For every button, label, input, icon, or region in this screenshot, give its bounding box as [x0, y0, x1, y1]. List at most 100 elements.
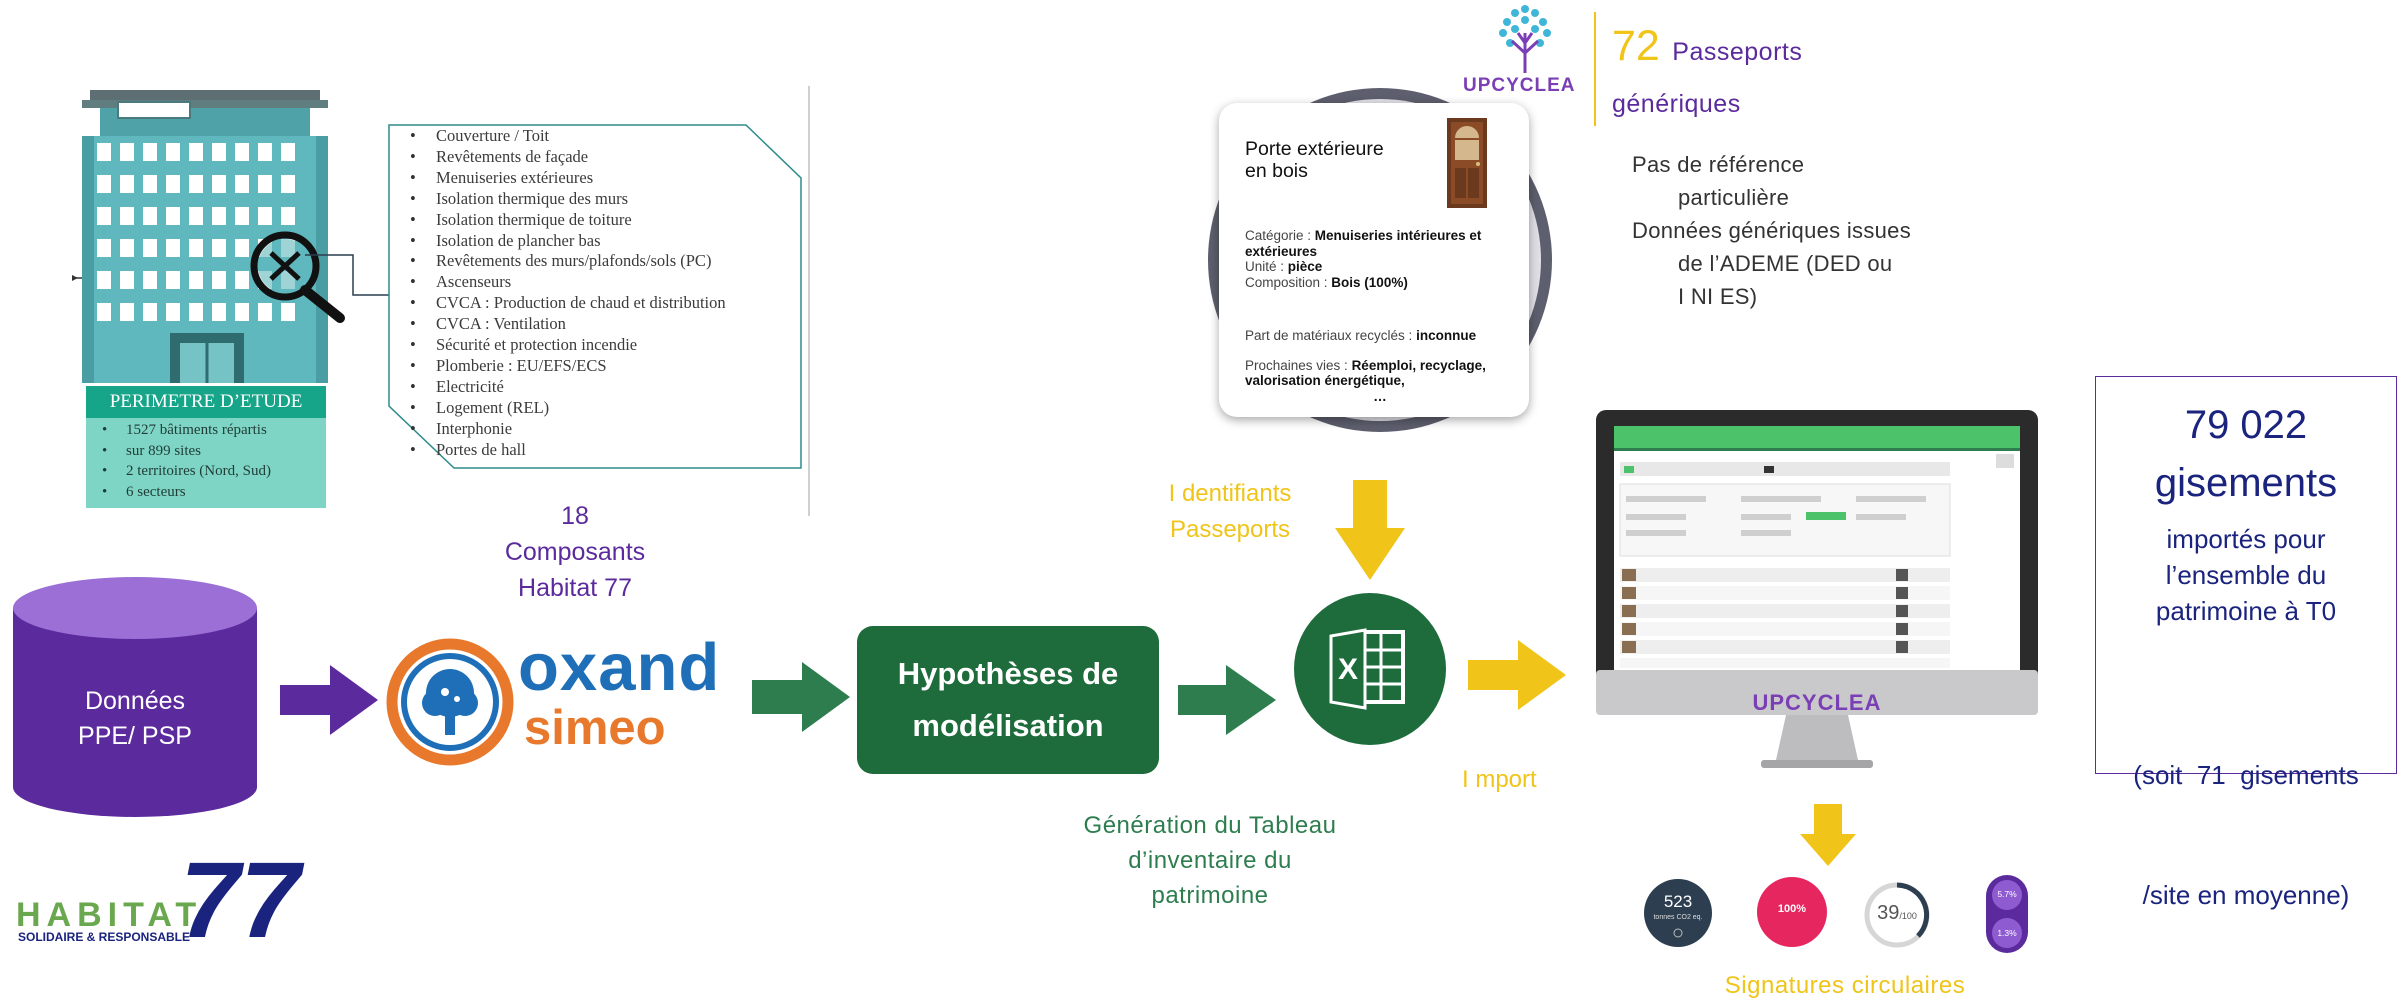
component-item: Isolation de plancher bas [410, 231, 726, 252]
identifiants-line2: Passeports [1169, 516, 1291, 543]
note-line: Pas de référence [1632, 152, 1805, 177]
monitor-brand: UPCYCLEA [1752, 690, 1882, 715]
arrow-oxand-to-hypotheses [752, 662, 850, 732]
component-item: Couverture / Toit [410, 126, 726, 147]
note-line: I NI ES) [1678, 284, 1758, 309]
perimetre-item: 1527 bâtiments répartis [102, 420, 326, 441]
component-item: Menuiseries extérieures [410, 168, 726, 189]
platform-monitor [1596, 410, 2038, 768]
component-item: Logement (REL) [410, 398, 726, 419]
gisements-line: importés pour [2166, 524, 2326, 554]
passeports-count-line: 72 Passeports [1612, 25, 1803, 76]
generation-caption-line2: d’inventaire du [1128, 847, 1292, 874]
co2-metric-circle [1644, 879, 1712, 947]
gisements-description: importés pour l’ensemble du patrimoine à… [2096, 521, 2396, 629]
habitat77-tagline: SOLIDAIRE & RESPONSABLE [18, 930, 191, 944]
excel-icon: X [1294, 593, 1446, 745]
passport-unite: Unité : pièce [1245, 259, 1515, 275]
passport-ellipsis: … [1373, 388, 1387, 404]
identifiants-caption: I dentifiants Passeports [1130, 476, 1330, 548]
components-list-panel: Couverture / Toit Revêtements de façade … [386, 122, 806, 470]
perimetre-item: 6 secteurs [102, 482, 326, 503]
categorie-value: Menuiseries intérieures et extérieures [1245, 228, 1482, 259]
perimetre-title: PERIMETRE D’ETUDE [86, 386, 326, 418]
component-item: Isolation thermique de toiture [410, 210, 726, 231]
arrow-passport-to-excel [1335, 480, 1405, 580]
unite-label: Unité : [1245, 259, 1288, 274]
arrow-excel-to-platform [1468, 640, 1566, 710]
door-image [1447, 118, 1487, 208]
database-label-line1: Données [84, 687, 186, 715]
hypotheses-line2: modélisation [912, 708, 1104, 743]
component-item: Ascenseurs [410, 272, 726, 293]
svg-text:X: X [1338, 653, 1358, 686]
passport-categorie: Catégorie : Menuiseries intérieures et e… [1245, 228, 1515, 259]
percent-value: 100% [1777, 903, 1807, 915]
upcyclea-logo-text: UPCYCLEA [1463, 75, 1576, 96]
pill-top-value: 5.7% [1997, 889, 2017, 899]
simeo-wordmark: simeo [524, 701, 666, 755]
component-item: Interphonie [410, 419, 726, 440]
score-max: /100 [1899, 911, 1917, 921]
percent-metric-circle [1757, 877, 1827, 947]
passeports-count: 72 [1612, 22, 1660, 70]
gisements-avg-line1: (soit 71 gisements [2133, 760, 2359, 790]
passeports-word: Passeports [1672, 38, 1803, 66]
generiques-word: génériques [1612, 90, 1741, 118]
oxand-wordmark: oxand [518, 630, 721, 705]
perimetre-details: 1527 bâtiments répartis sur 899 sites 2 … [86, 418, 326, 508]
component-item: Revêtements des murs/plafonds/sols (PC) [410, 251, 726, 272]
oxand-logo-icon [386, 638, 514, 766]
database-cylinder [13, 577, 257, 817]
component-item: Sécurité et protection incendie [410, 335, 726, 356]
component-item: Revêtements de façade [410, 147, 726, 168]
co2-unit: tonnes CO2 eq. [1653, 914, 1703, 921]
categorie-label: Catégorie : [1245, 228, 1315, 243]
components-owner: Habitat 77 [518, 574, 632, 602]
recycles-value: inconnue [1416, 328, 1477, 343]
arrow-database-to-oxand [280, 665, 378, 735]
passport-recycles: Part de matériaux recyclés : inconnue [1245, 328, 1515, 344]
composition-value: Bois (100%) [1331, 274, 1408, 290]
note-line: de l’ADEME (DED ou [1678, 251, 1893, 276]
note-line: Données génériques issues [1632, 218, 1912, 243]
gisements-line: l’ensemble du [2165, 560, 2327, 590]
score-readout: 39/100 [1862, 902, 1932, 925]
component-item: Plomberie : EU/EFS/ECS [410, 356, 726, 377]
score-gauge [1864, 882, 1930, 948]
habitat77-number: 77 [180, 839, 301, 960]
component-item: CVCA : Production de chaud et distributi… [410, 293, 726, 314]
components-list: Couverture / Toit Revêtements de façade … [410, 126, 726, 461]
gisements-line: patrimoine à T0 [2155, 596, 2337, 626]
score-value: 39 [1877, 902, 1900, 924]
component-item: Electricité [410, 377, 726, 398]
signatures-caption: Signatures circulaires [1724, 972, 1966, 999]
arrow-platform-to-signatures [1800, 804, 1856, 866]
upcyclea-divider [1594, 12, 1596, 126]
passport-title-line1: Porte extérieure [1245, 138, 1384, 160]
generation-caption: Génération du Tableau d’inventaire du pa… [1040, 808, 1380, 913]
gisements-average: (soit 71 gisements /site en moyenne) [2096, 675, 2396, 995]
perimetre-item: sur 899 sites [102, 441, 326, 462]
recycles-label: Part de matériaux recyclés : [1245, 328, 1417, 343]
upcyclea-notes: Pas de référence particulière Données gé… [1632, 148, 1911, 313]
passport-vies: Prochaines vies : Réemploi, recyclage, v… [1245, 358, 1515, 389]
hypotheses-line1: Hypothèses de [897, 656, 1119, 691]
generation-caption-line1: Génération du Tableau [1083, 812, 1337, 839]
passport-composition: Composition : Bois (100%) [1245, 275, 1515, 291]
passport-title: Porte extérieure en bois [1245, 138, 1415, 182]
divider-line [808, 86, 810, 516]
database-label: Données PPE/ PSP [12, 684, 258, 754]
components-caption: 18 Composants Habitat 77 [460, 498, 690, 606]
identifiants-line1: I dentifiants [1168, 480, 1292, 507]
import-caption: I mport [1462, 766, 1537, 793]
components-count: 18 [561, 502, 589, 530]
passport-details: Catégorie : Menuiseries intérieures et e… [1245, 228, 1515, 404]
passport-card: Porte extérieure en bois Catégorie : Men… [1219, 103, 1529, 417]
building-illustration [72, 90, 390, 383]
component-item: Isolation thermique des murs [410, 189, 726, 210]
database-label-line2: PPE/ PSP [78, 722, 192, 750]
component-item: Portes de hall [410, 440, 726, 461]
unite-value: pièce [1287, 259, 1323, 274]
habitat77-word: HABITAT [16, 896, 203, 934]
